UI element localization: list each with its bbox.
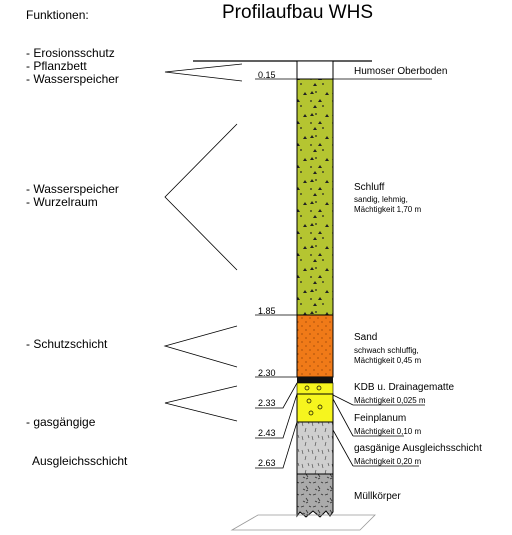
bracket-4	[164, 385, 238, 422]
function-item: - Erosionsschutz	[26, 46, 115, 60]
layer-label-ausgleich: gasgänige Ausgleichsschicht	[354, 443, 482, 454]
depth-label: 2.33	[258, 398, 276, 408]
function-item: - Wasserspeicher	[26, 72, 119, 86]
layer-desc-feinplanum: Mächtigkeit 0,10 m	[354, 427, 422, 436]
layer-desc-ausgleich: Mächtigkeit 0,20 m	[354, 457, 422, 466]
function-item: - Wasserspeicher	[26, 182, 119, 196]
layer-desc-sand: schwach schluffig, Mächtigkeit 0,45 m	[354, 346, 422, 365]
layer-label-muell: Müllkörper	[354, 491, 401, 502]
layer-label-kdb: KDB u. Drainagematte	[354, 382, 455, 393]
function-item: Ausgleichsschicht	[26, 454, 128, 468]
function-item: - gasgängige	[26, 415, 96, 429]
depth-label: 1.85	[258, 306, 276, 316]
diagram-title: Profilaufbau WHS	[222, 2, 374, 23]
bracket-2	[164, 123, 238, 271]
base-plane	[230, 514, 376, 531]
layer-label-oberboden: Humoser Oberboden	[354, 66, 448, 77]
layer-label-sand: Sand	[354, 332, 378, 343]
functions-header: Funktionen:	[26, 8, 89, 22]
layer-desc-schluff: sandig, lehmig, Mächtigkeit 1,70 m	[354, 195, 422, 214]
function-item: - Wurzelraum	[26, 195, 98, 209]
function-item: - Schutzschicht	[26, 337, 108, 351]
function-group-2: - Wasserspeicher - Wurzelraum	[26, 183, 119, 209]
layer-desc-kdb: Mächtigkeit 0,025 m	[354, 396, 426, 405]
depth-label: 2.43	[258, 428, 276, 438]
depth-label: 2.63	[258, 458, 276, 468]
layer-schluff	[296, 78, 334, 316]
depth-label: 2.30	[258, 368, 276, 378]
layer-feinplanum	[296, 393, 334, 423]
function-group-4: - gasgängige Ausgleichsschicht	[26, 390, 127, 481]
layer-label-schluff: Schluff	[354, 182, 385, 193]
function-group-3: - Schutzschicht	[26, 338, 107, 351]
function-group-1: - Erosionsschutz - Pflanzbett - Wassersp…	[26, 47, 119, 86]
function-item: - Pflanzbett	[26, 59, 87, 73]
layer-ausgleich	[296, 421, 334, 475]
bracket-3	[163, 325, 238, 368]
layer-drainage	[296, 382, 334, 395]
layer-oberboden	[296, 60, 334, 80]
layer-muell	[296, 473, 334, 518]
layer-label-feinplanum: Feinplanum	[354, 413, 407, 424]
depth-label: 0.15	[258, 70, 276, 80]
layer-sand	[296, 314, 334, 378]
bracket-1	[164, 63, 243, 82]
layer-kdb	[297, 377, 333, 383]
